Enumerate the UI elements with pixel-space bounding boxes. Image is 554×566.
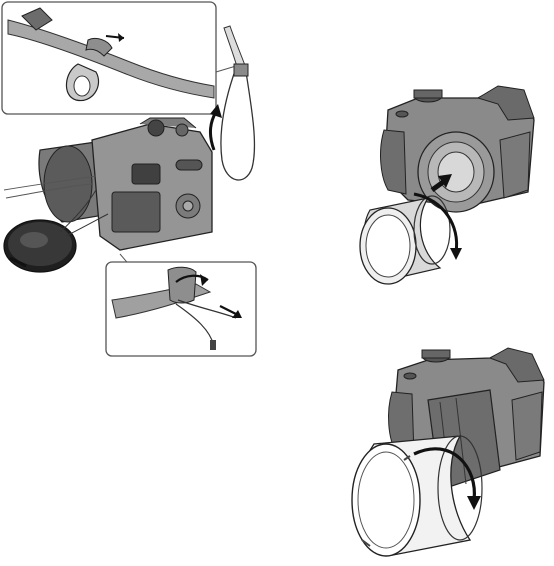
lens-hood-svg (340, 340, 554, 566)
hanging-strap (210, 26, 254, 180)
strap-attachment-illustration (0, 0, 272, 360)
strap-clip-inset (2, 2, 216, 114)
strap-attachment-svg (0, 0, 272, 360)
strap-knot-inset (106, 254, 256, 356)
camera-icon (381, 86, 534, 212)
adaptor-ring-illustration (348, 80, 554, 290)
adaptor-ring-svg (348, 80, 554, 290)
lens-hood-illustration (340, 340, 554, 566)
adaptor-ring-icon (360, 196, 450, 284)
